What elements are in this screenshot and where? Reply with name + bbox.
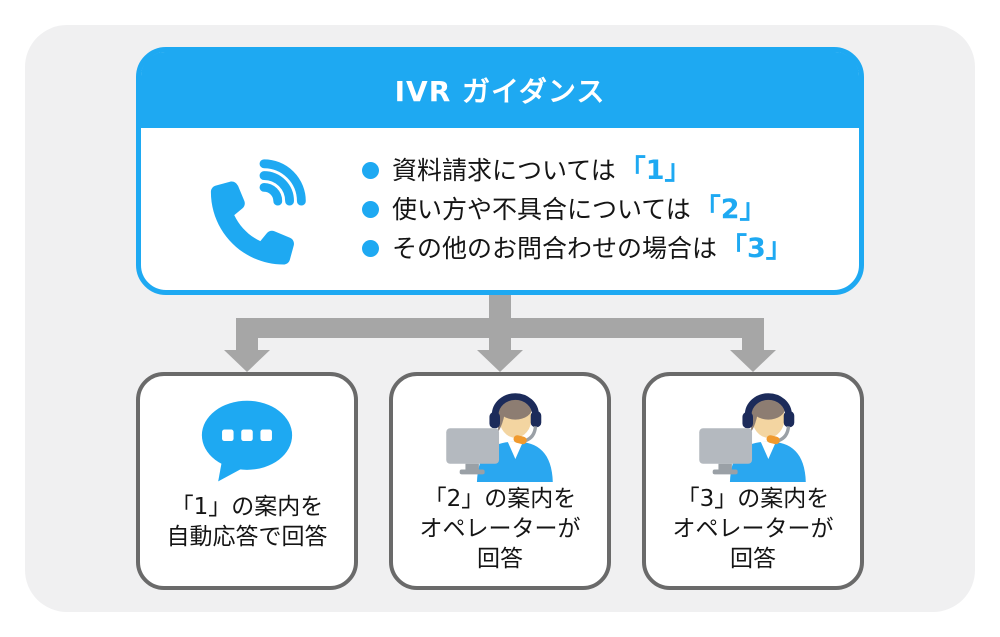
speech-bubble-icon [199, 400, 295, 484]
bullet-dot-icon [362, 239, 379, 257]
ivr-menu-item: その他のお問合わせの場合は 「3」 [362, 235, 793, 262]
card-text: 「2」の案内を オペレーターが 回答 [420, 484, 581, 574]
menu-item-key: 「2」 [693, 193, 767, 225]
card-text-line: 回答 [477, 546, 523, 572]
menu-item-text: 資料請求については [392, 155, 616, 185]
menu-item-text: 使い方や不具合については [392, 194, 691, 224]
card-text-line: 回答 [730, 546, 776, 572]
ivr-menu-list: 資料請求については 「1」 使い方や不具合については 「2」 その他のお問合わせ… [362, 157, 793, 262]
card-operator-3: 「3」の案内を オペレーターが 回答 [642, 372, 864, 590]
bullet-dot-icon [362, 200, 379, 218]
card-auto-response: 「1」の案内を 自動応答で回答 [136, 372, 358, 590]
card-text-line: 「3」の案内を [676, 486, 830, 512]
operator-icon [699, 386, 807, 482]
ivr-menu-item: 使い方や不具合については 「2」 [362, 196, 793, 223]
ivr-guidance-box: IVR ガイダンス 資料請求については 「1」 使い方や [136, 47, 864, 295]
menu-item-text: その他のお問合わせの場合は [392, 233, 718, 263]
operator-icon [446, 386, 554, 482]
card-text: 「1」の案内を 自動応答で回答 [167, 492, 328, 552]
card-operator-2: 「2」の案内を オペレーターが 回答 [389, 372, 611, 590]
menu-item-key: 「1」 [618, 154, 692, 186]
card-text-line: オペレーターが [672, 516, 834, 542]
bullet-dot-icon [362, 161, 379, 179]
card-text-line: 「1」の案内を [170, 494, 324, 520]
ivr-guidance-title: IVR ガイダンス [394, 75, 606, 108]
branch-arrows [224, 295, 776, 372]
card-text-line: 「2」の案内を [423, 486, 577, 512]
ivr-menu-item: 資料請求については 「1」 [362, 157, 793, 184]
ivr-guidance-header: IVR ガイダンス [141, 52, 859, 128]
card-text-line: 自動応答で回答 [166, 524, 328, 550]
menu-item-key: 「3」 [720, 232, 793, 264]
card-text: 「3」の案内を オペレーターが 回答 [673, 484, 834, 574]
phone-volume-icon [205, 150, 323, 268]
card-text-line: オペレーターが [419, 516, 581, 542]
ivr-guidance-body: 資料請求については 「1」 使い方や不具合については 「2」 その他のお問合わせ… [141, 128, 859, 290]
